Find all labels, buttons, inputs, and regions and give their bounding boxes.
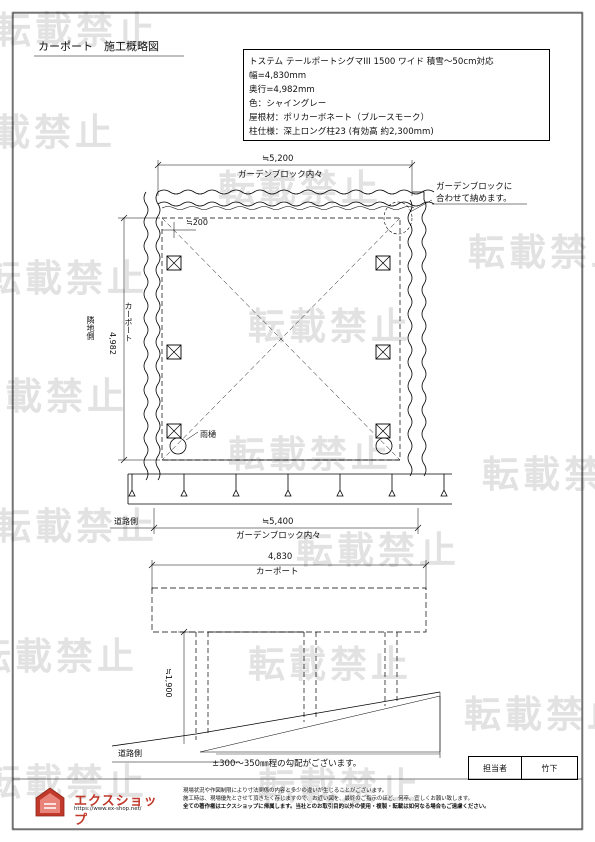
elevation-width-label: カーポート: [256, 567, 299, 577]
note-highlight-ellipse: [383, 201, 413, 235]
gutter-right: [375, 437, 393, 455]
dimension-top-label: ガーデンブロック内々: [238, 170, 323, 180]
note-line-2: 合わせて納めます。: [436, 194, 512, 204]
staff-label: 担当者: [469, 757, 522, 779]
footer-note-2: 施工時は、現場優先とさせて頂きたく存じますので、お近い図を、最終のご指示のほど、…: [183, 796, 474, 803]
garden-block-right: [407, 191, 427, 477]
side-label-neighbor: 隣地側: [86, 316, 95, 340]
footer-notes: 現場状況や作図制限により寸法関係の内容と多少の違いが生じることがございます。 施…: [183, 787, 490, 812]
overhang-dimension: ≒200: [186, 218, 208, 227]
note-line-1: ガーデンブロックに: [436, 182, 513, 192]
carport-posts-plan: [166, 255, 391, 439]
depth-dimension-value: 4,982: [108, 332, 117, 355]
footer-note-3: 全ての著作権はエクスショップに帰属します。当社とのお取引目的以外の使用・複製・転…: [183, 804, 490, 811]
spec-box: トステム テールポートシグマIII 1500 ワイド 積雪～50cm対応 幅=4…: [243, 49, 550, 141]
footer-note-1: 現場状況や作図制限により寸法関係の内容と多少の違いが生じることがございます。: [183, 788, 388, 794]
gutter-left: [169, 437, 187, 455]
road-side-label-plan: 道路側: [114, 517, 138, 526]
garden-block-left: [143, 191, 161, 481]
road-side-label-elevation: 道路側: [118, 749, 142, 758]
garden-block-top: [157, 189, 435, 210]
slope-note: ±300～350㎜程の勾配がございます。: [212, 759, 362, 769]
dimension-bottom-value: ≒5,400: [262, 517, 294, 527]
logo-url: https://www.ex-shop.net/: [74, 806, 142, 812]
spec-line-post: 柱仕様：深上ロング柱23 (有効高 約2,300mm): [249, 127, 434, 137]
elevation-width-value: 4,830: [268, 552, 293, 562]
spec-line-color: 色：シャイングレー: [249, 99, 327, 109]
elevation-height-value: ≒1,900: [164, 668, 173, 698]
road-curb: [127, 473, 452, 505]
dimension-bottom-label: ガーデンブロック内々: [236, 531, 321, 541]
company-logo: エクスショップ https://www.ex-shop.net/: [34, 784, 164, 828]
logo-name: エクスショップ: [74, 794, 158, 828]
spec-line-roof: 屋根材：ポリカーボネート（ブルースモーク）: [249, 113, 430, 123]
spec-line-model: トステム テールポートシグマIII 1500 ワイド 積雪～50cm対応: [249, 57, 494, 67]
staff-stamp-box: 担当者 竹下: [468, 756, 578, 780]
dimension-top-value: ≒5,200: [262, 154, 294, 164]
carport-posts-elevation: [195, 631, 398, 740]
gutter-label: 雨樋: [200, 430, 216, 439]
logo-mark: [35, 787, 65, 817]
drawing-title: カーポート 施工概略図: [38, 40, 159, 53]
sheet-border: [12, 12, 583, 830]
spec-line-width: 幅=4,830mm: [249, 71, 307, 81]
carport-roof-elevation: [151, 587, 427, 633]
spec-line-depth: 奥行=4,982mm: [249, 85, 315, 95]
slope-ground: [111, 691, 441, 763]
carport-vertical-label: カーポート: [124, 302, 133, 342]
staff-name: 竹下: [541, 763, 558, 773]
